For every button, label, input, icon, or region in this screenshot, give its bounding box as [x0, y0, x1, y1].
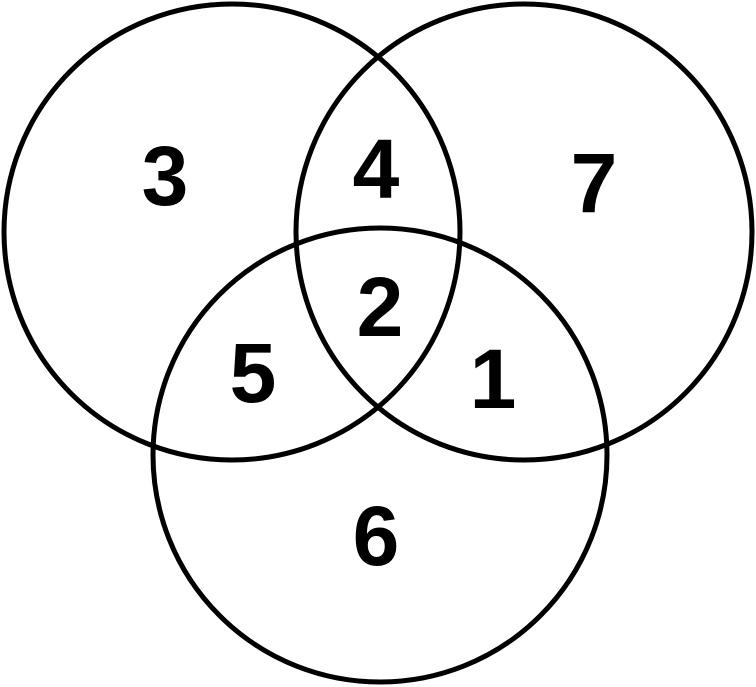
region-left-right: 4: [353, 122, 400, 216]
right-circle: [293, 1, 755, 463]
region-all-three: 2: [357, 260, 404, 354]
region-left-only: 3: [142, 129, 189, 223]
region-right-only: 7: [571, 136, 618, 230]
region-right-bottom: 1: [470, 332, 517, 426]
region-bottom-only: 6: [353, 489, 400, 583]
bottom-circle: [150, 225, 610, 685]
region-left-bottom: 5: [230, 326, 277, 420]
left-circle: [1, 1, 463, 463]
